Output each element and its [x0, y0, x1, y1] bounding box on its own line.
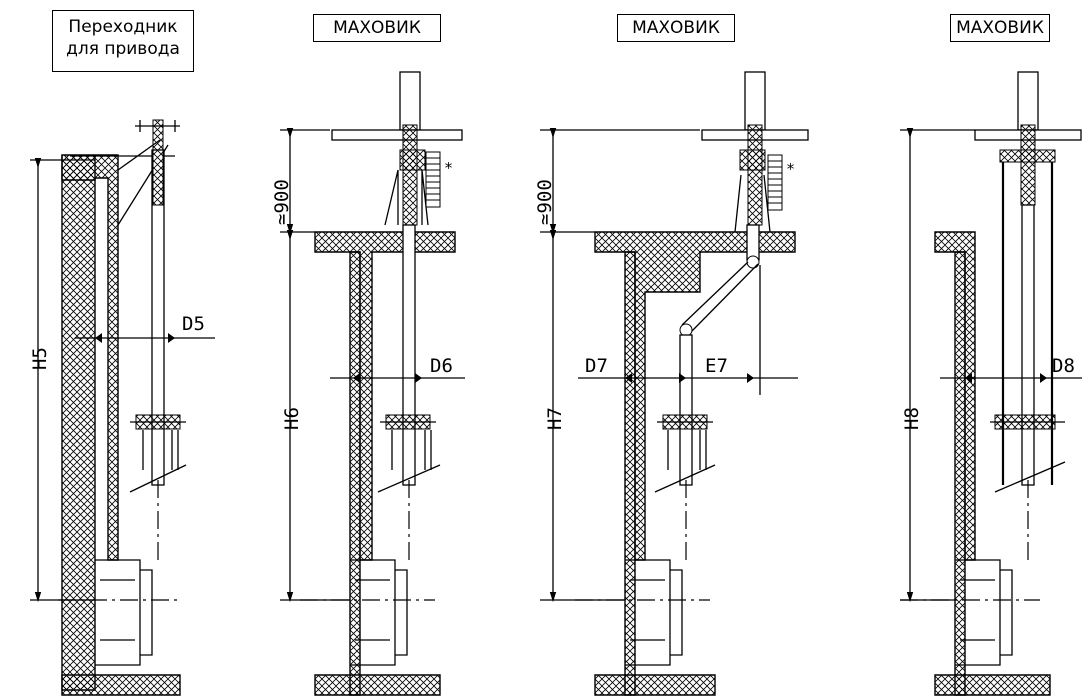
dim-e7: E7 — [705, 355, 728, 377]
dim-approx-900-2: ≃900 — [534, 179, 556, 225]
dim-h8: H8 — [901, 407, 923, 430]
header-handwheel-3: МАХОВИК — [950, 14, 1050, 42]
dim-d8: D8 — [1052, 355, 1075, 377]
note-star-1: * — [444, 159, 453, 177]
header-adapter: Переходник для привода — [52, 10, 194, 72]
note-star-2: * — [786, 160, 795, 178]
dim-h6: H6 — [281, 407, 303, 430]
dim-d7: D7 — [585, 355, 608, 377]
dim-approx-900-1: ≃900 — [271, 179, 293, 225]
variant-4: H8 D8 — [900, 71, 1082, 696]
dim-h5: H5 — [29, 347, 51, 370]
variant-1: H5 D5 — [29, 119, 215, 696]
header-handwheel-1: МАХОВИК — [313, 14, 441, 42]
variant-2: * ≃900 H6 D6 — [271, 71, 465, 696]
dim-h7: H7 — [544, 407, 566, 430]
wall-1 — [61, 154, 119, 691]
dim-d6: D6 — [430, 355, 453, 377]
header-handwheel-2: МАХОВИК — [617, 14, 735, 42]
variant-3: * ≃900 H7 D7 E7 — [534, 71, 809, 696]
dim-d5: D5 — [182, 313, 205, 335]
